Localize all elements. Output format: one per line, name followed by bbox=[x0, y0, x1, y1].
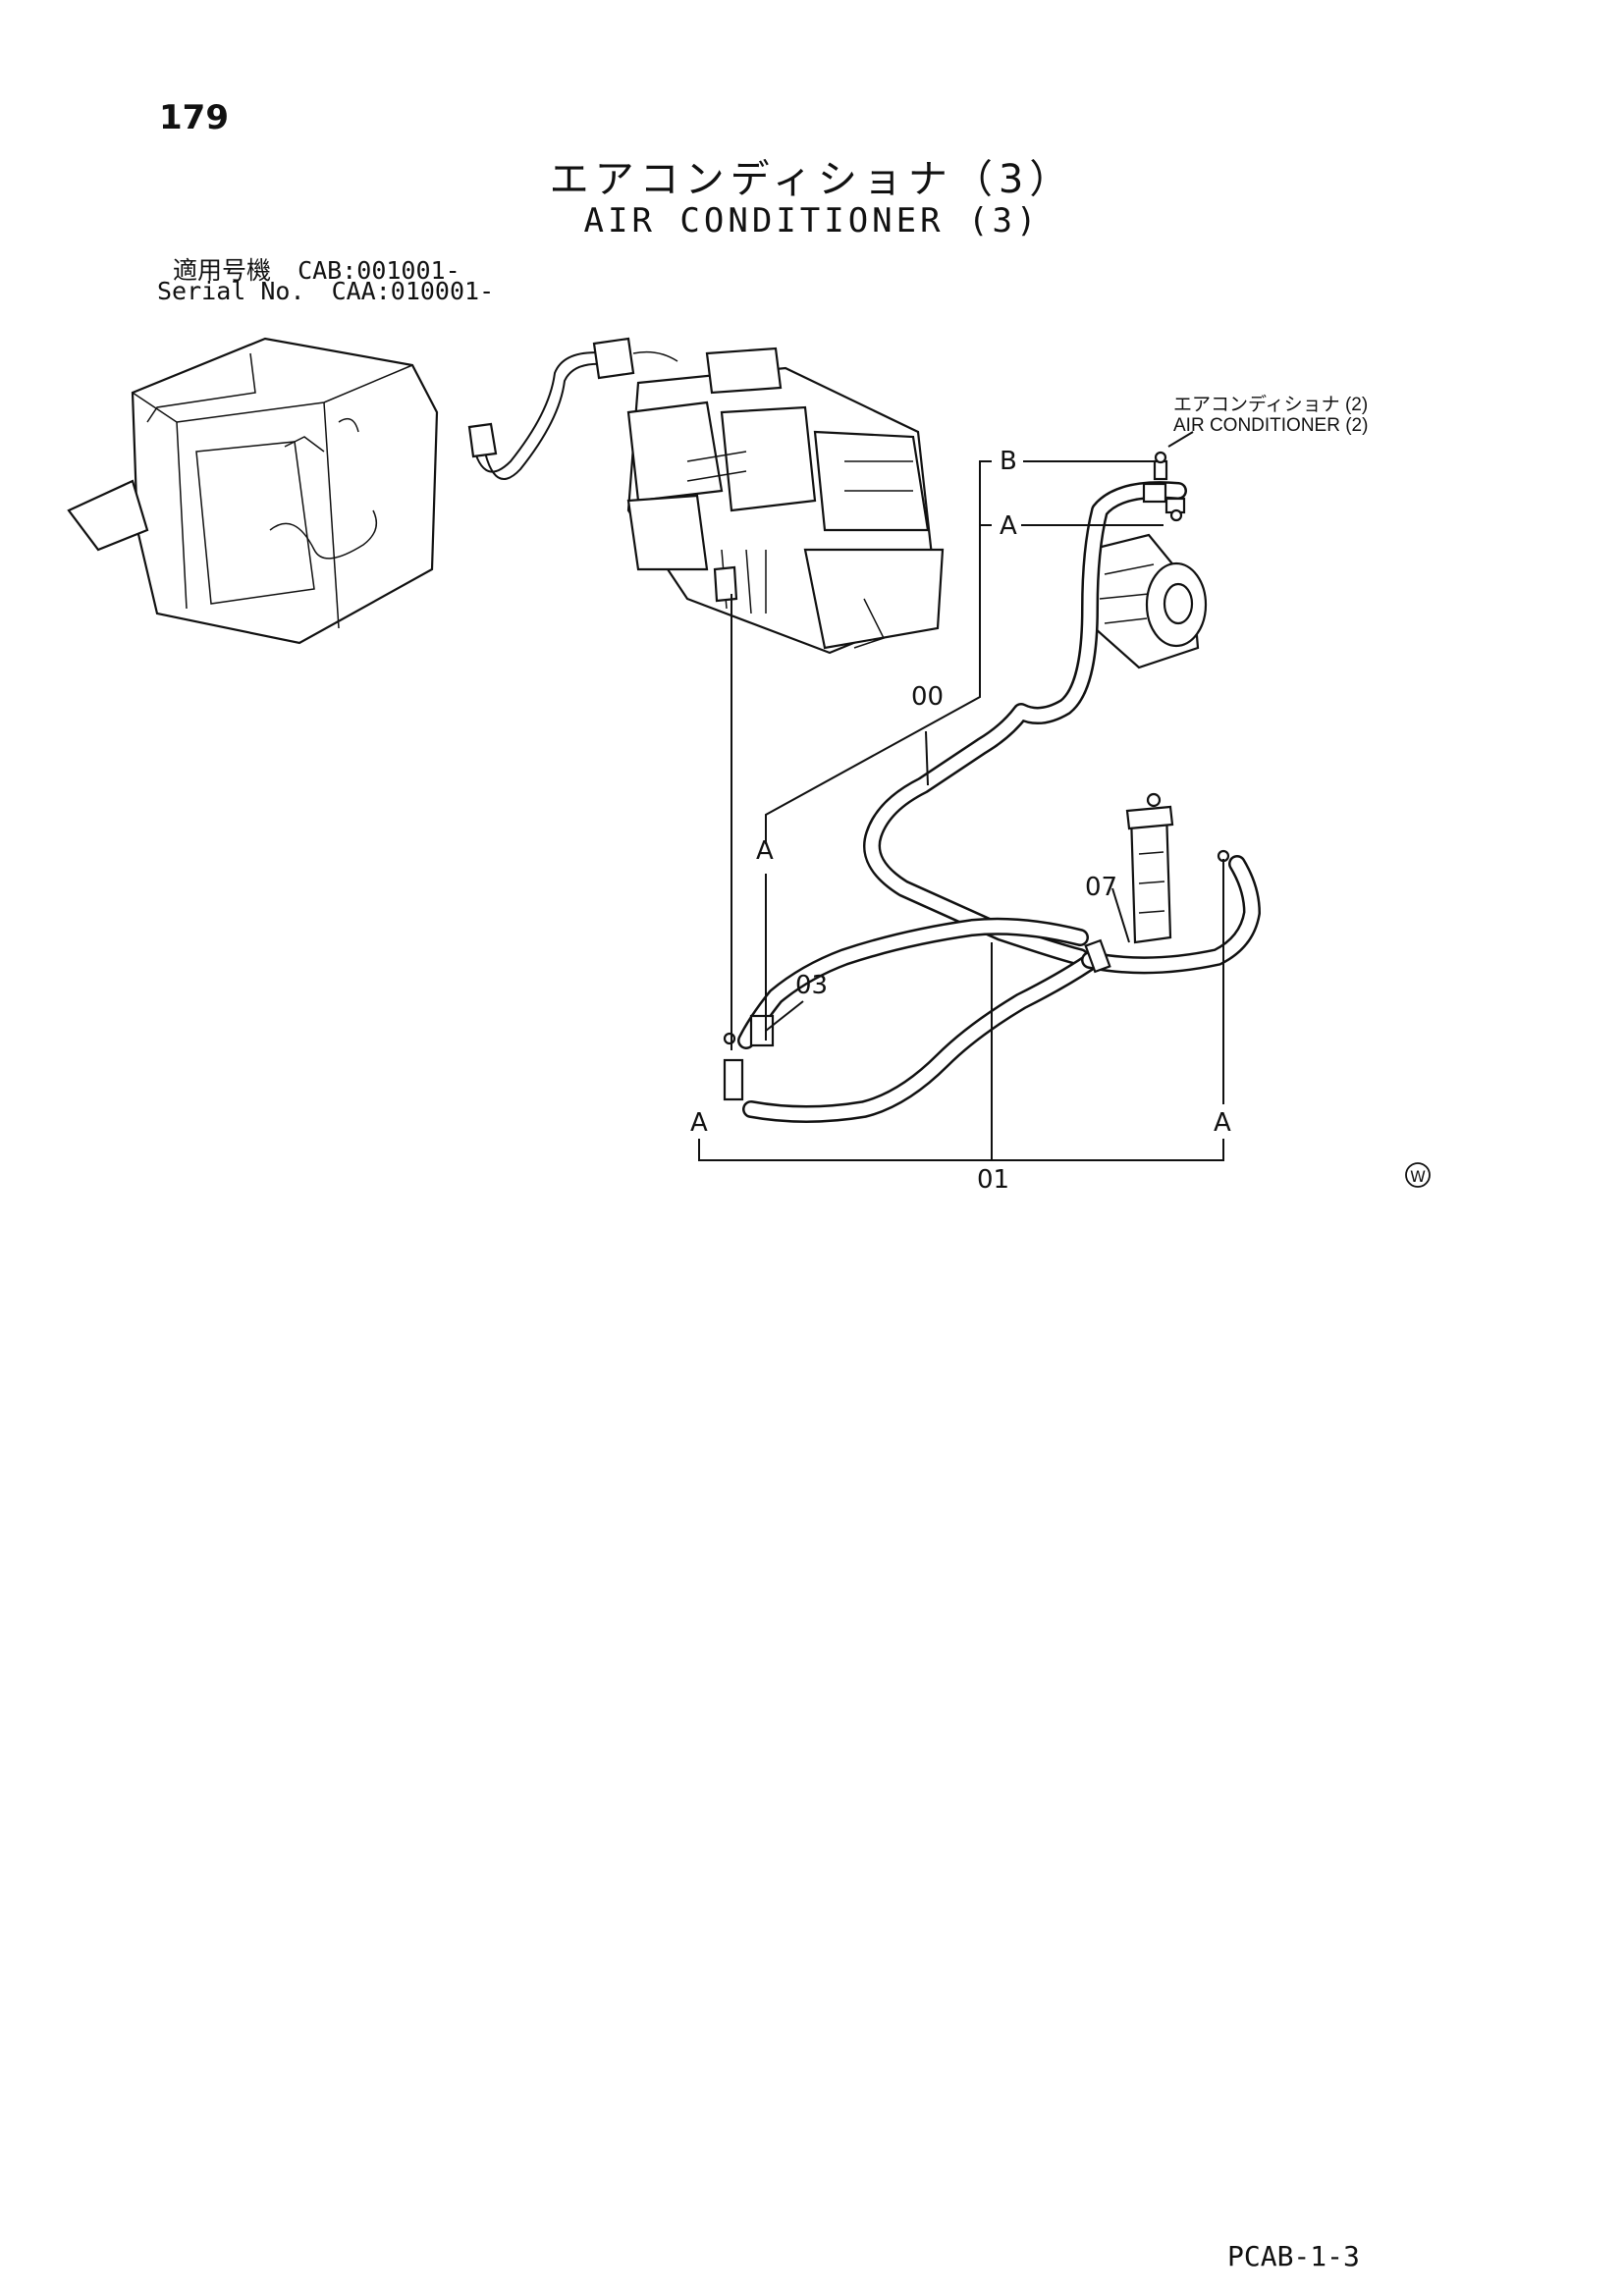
circled-w-mark: W bbox=[1405, 1162, 1431, 1188]
page-number: 179 bbox=[159, 98, 229, 137]
serial-row-2: Serial No. CAA:010001- bbox=[157, 277, 494, 305]
hose-00 bbox=[863, 481, 1187, 966]
footer-code: PCAB-1-3 bbox=[1227, 2240, 1360, 2272]
callout-A-bottom-right: A bbox=[1214, 1108, 1231, 1138]
hose-01 bbox=[742, 855, 1261, 1123]
title-english: AIR CONDITIONER (3) bbox=[583, 201, 1041, 240]
callout-03: 03 bbox=[795, 971, 828, 1000]
callout-01: 01 bbox=[977, 1165, 1009, 1195]
callout-A-left: A bbox=[756, 836, 774, 866]
compressor bbox=[1088, 533, 1208, 669]
callout-00: 00 bbox=[911, 682, 944, 712]
title-japanese: エアコンディショナ（3） bbox=[549, 157, 1075, 202]
serial-value-caa: CAA:010001- bbox=[331, 277, 495, 305]
callout-A-top: A bbox=[1000, 511, 1017, 541]
serial-row-1: 適用号機 CAB:001001- bbox=[173, 251, 460, 287]
callout-A-bottom-left: A bbox=[690, 1108, 708, 1138]
serial-label-jp: 適用号機 bbox=[173, 256, 272, 285]
serial-value-cab: CAB:001001- bbox=[298, 256, 460, 285]
reference-jp: エアコンディショナ (2) bbox=[1173, 395, 1369, 415]
hose-03 bbox=[737, 917, 1089, 1049]
leader-lines bbox=[698, 431, 1224, 1161]
callout-07: 07 bbox=[1085, 873, 1117, 902]
receiver-dryer bbox=[1125, 792, 1174, 944]
ac-unit bbox=[626, 347, 945, 655]
fittings bbox=[723, 451, 1230, 1101]
harness bbox=[467, 337, 678, 481]
callout-B: B bbox=[1000, 447, 1017, 476]
circled-mark-letter: W bbox=[1410, 1167, 1426, 1186]
cab-illustration bbox=[67, 337, 439, 645]
reference-en: AIR CONDITIONER (2) bbox=[1173, 415, 1369, 436]
serial-label-en: Serial No. bbox=[157, 277, 305, 305]
